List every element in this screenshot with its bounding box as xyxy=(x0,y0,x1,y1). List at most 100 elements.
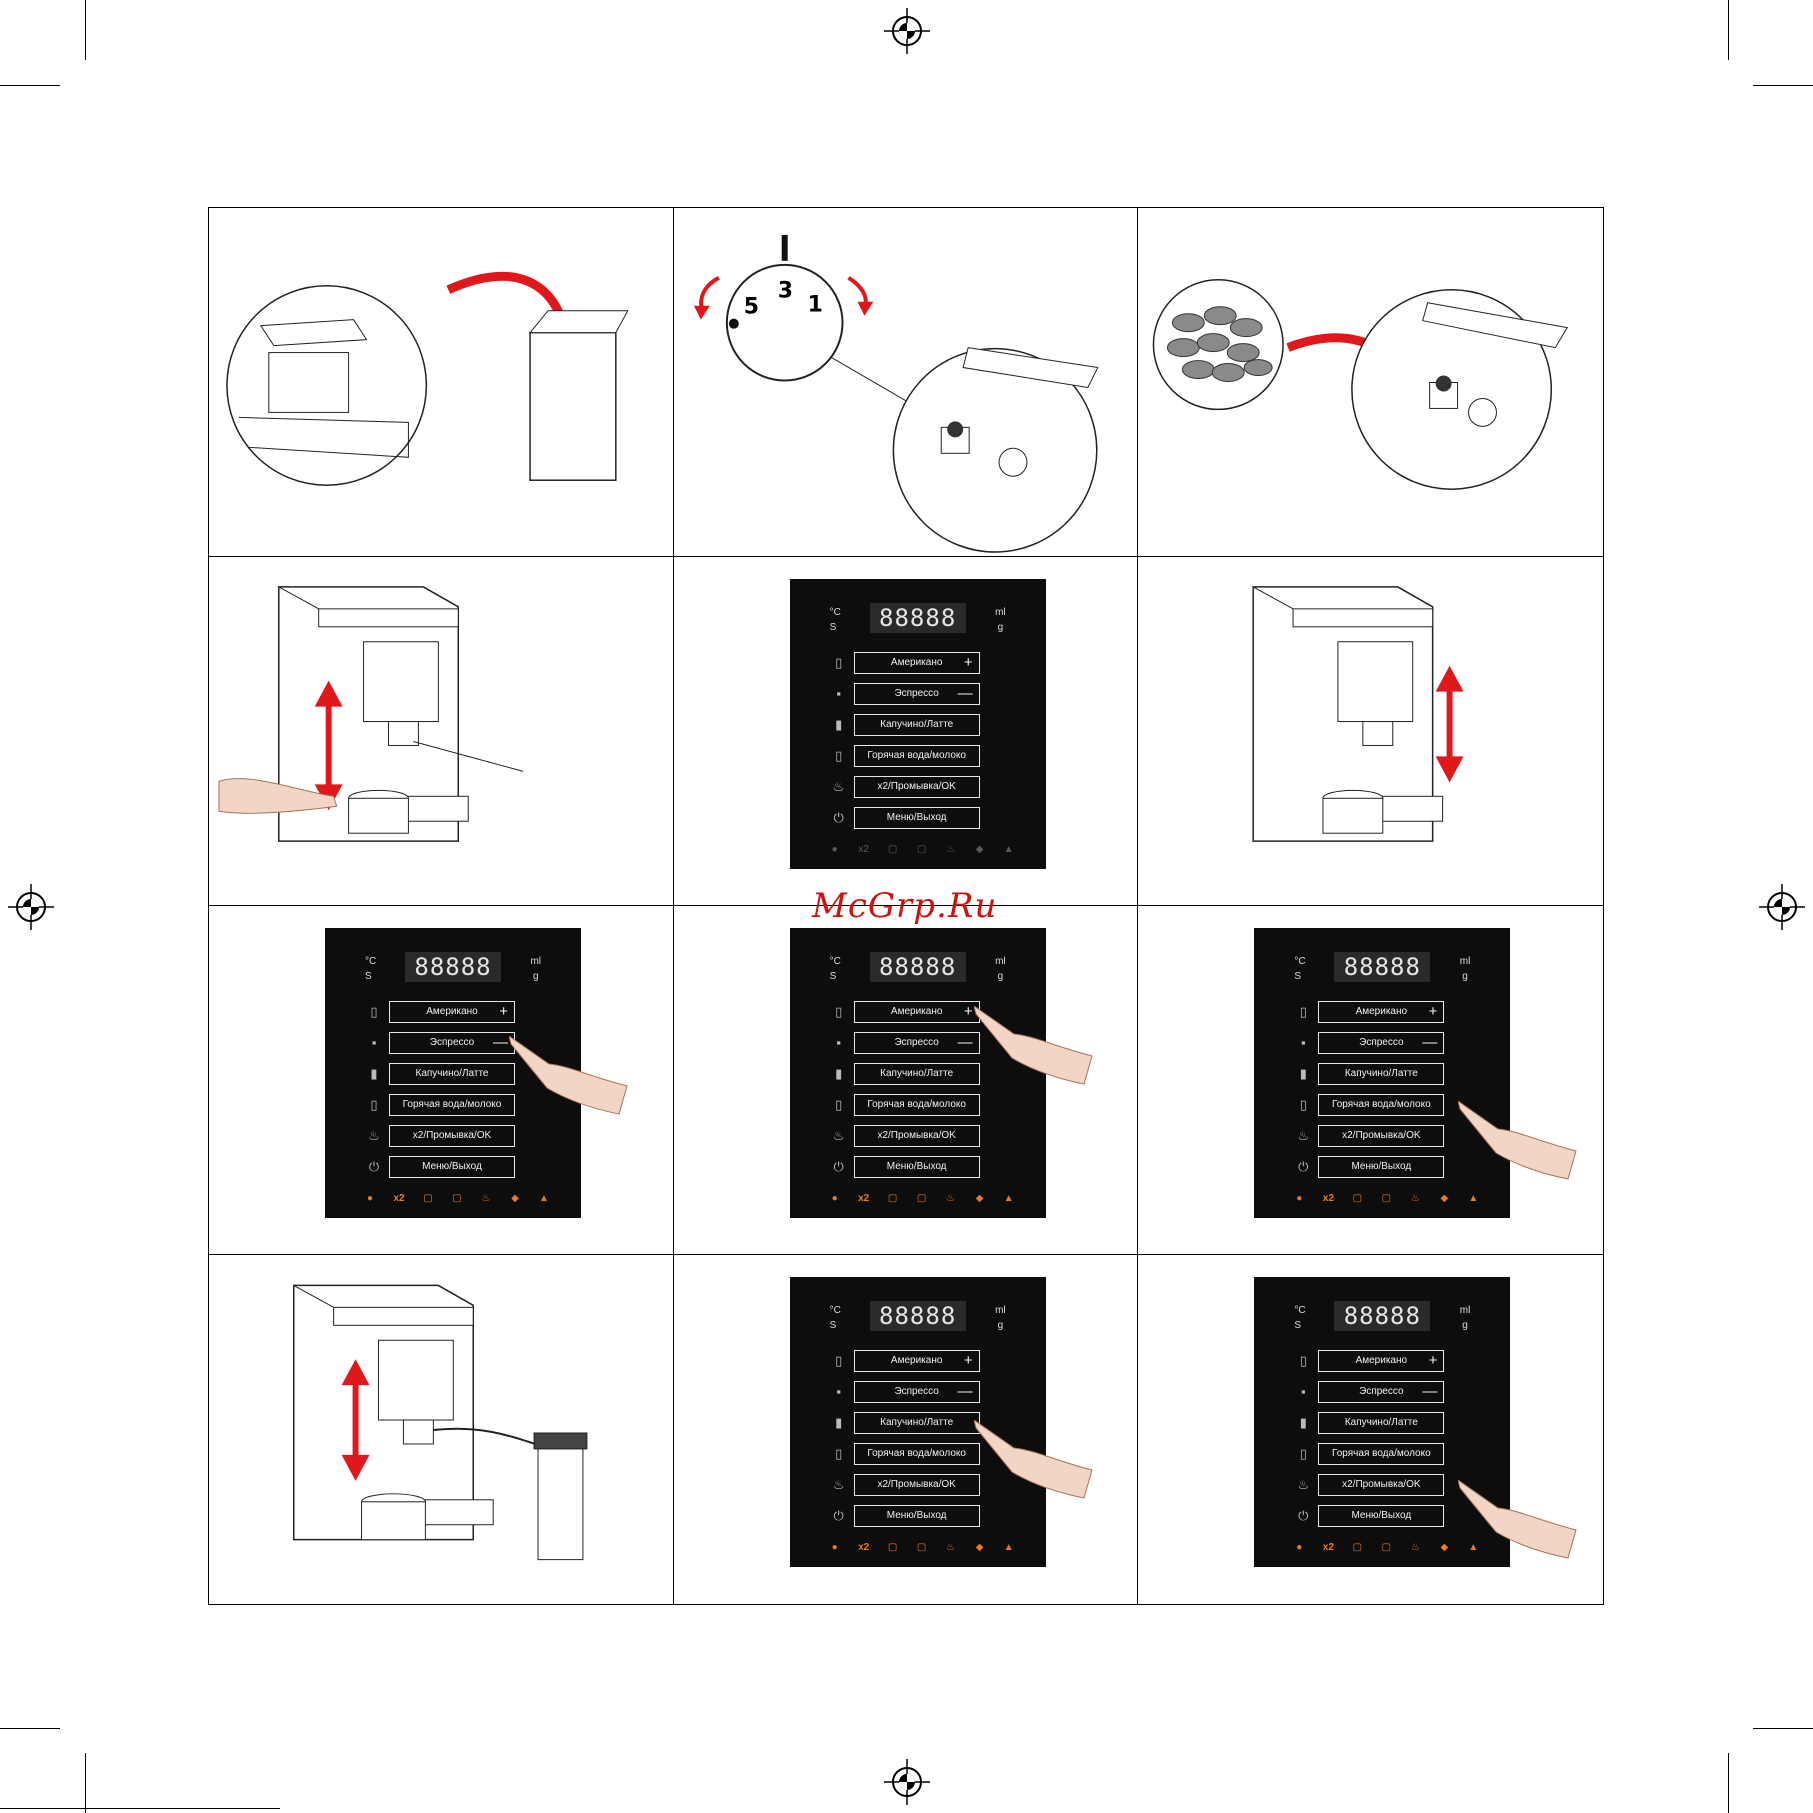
unit-ml: ml xyxy=(530,954,541,969)
bean-status-icon: ● xyxy=(1290,1541,1308,1555)
minus-icon: — xyxy=(1422,1382,1437,1402)
espresso-button[interactable]: Эспрессо— xyxy=(854,1381,980,1403)
steam-status-icon: ♨ xyxy=(1406,1192,1424,1206)
x2-rinse-ok-button[interactable]: x2/Промывка/OK xyxy=(854,776,980,798)
step-panel-standby: °CS 88888 mlg ▯Американо+ ▪Эспрессо— ▮Ка… xyxy=(674,557,1139,906)
button-label: Американо xyxy=(891,1355,943,1366)
x2-rinse-ok-button[interactable]: x2/Промывка/OK xyxy=(854,1125,980,1147)
crop-mark xyxy=(0,1728,60,1729)
americano-button[interactable]: Американо+ xyxy=(1318,1001,1444,1023)
status-indicators: ●x2▢▢♨◆▲ xyxy=(1290,1541,1482,1555)
button-label: x2/Промывка/OK xyxy=(877,781,955,792)
americano-button[interactable]: Американо+ xyxy=(389,1001,515,1023)
unit-ml: ml xyxy=(1460,954,1471,969)
x2-rinse-ok-button[interactable]: x2/Промывка/OK xyxy=(1318,1125,1444,1147)
unit-labels-left: °CS xyxy=(1294,1303,1305,1333)
cappuccino-latte-button[interactable]: Капучино/Латте xyxy=(854,1063,980,1085)
registration-mark-icon xyxy=(884,8,930,54)
bean-status-icon: ● xyxy=(1290,1192,1308,1206)
tray-status-icon: ▢ xyxy=(913,1541,931,1555)
latte-glass-icon: ▮ xyxy=(828,1065,850,1083)
unit-celsius: °C xyxy=(830,605,841,620)
menu-exit-button[interactable]: Меню/Выход xyxy=(854,1505,980,1527)
button-label: Эспрессо xyxy=(1359,1037,1403,1048)
button-label: Американо xyxy=(891,1006,943,1017)
mug-icon: ▯ xyxy=(828,1003,850,1021)
mug-icon: ▯ xyxy=(828,654,850,672)
dial-label-5: 5 xyxy=(743,295,758,320)
button-label: Горячая вода/молоко xyxy=(403,1099,502,1110)
minus-icon: — xyxy=(958,684,973,704)
tank-status-icon: ▢ xyxy=(884,1541,902,1555)
americano-button[interactable]: Американо+ xyxy=(854,1001,980,1023)
menu-exit-button[interactable]: Меню/Выход xyxy=(854,807,980,829)
dial-label-1: 1 xyxy=(807,293,822,318)
espresso-button[interactable]: Эспрессо— xyxy=(854,1032,980,1054)
step-grind-dial: 5 3 1 xyxy=(674,208,1139,557)
cappuccino-latte-button[interactable]: Капучино/Латте xyxy=(854,1412,980,1434)
button-label: Американо xyxy=(1356,1006,1408,1017)
steam-status-icon: ♨ xyxy=(942,1192,960,1206)
espresso-button[interactable]: Эспрессо— xyxy=(389,1032,515,1054)
button-label: Горячая вода/молоко xyxy=(867,1448,966,1459)
espresso-cup-icon: ▪ xyxy=(828,1034,850,1052)
hot-water-milk-button[interactable]: Горячая вода/молоко xyxy=(1318,1443,1444,1465)
unit-ml: ml xyxy=(995,954,1006,969)
latte-glass-icon: ▮ xyxy=(1292,1065,1314,1083)
americano-button[interactable]: Американо+ xyxy=(1318,1350,1444,1372)
power-exit-icon: ⏻ xyxy=(828,1158,850,1176)
espresso-button[interactable]: Эспрессо— xyxy=(854,683,980,705)
step-adjust-spout xyxy=(1138,557,1603,906)
cappuccino-latte-button[interactable]: Капучино/Латте xyxy=(1318,1063,1444,1085)
button-label: Меню/Выход xyxy=(422,1161,482,1172)
tank-status-icon: ▢ xyxy=(419,1192,437,1206)
step-add-beans xyxy=(1138,208,1603,557)
pointing-hand-icon xyxy=(509,1036,629,1116)
panel-row-menu: ⏻Меню/Выход xyxy=(828,1505,1010,1527)
step-press-hot-water: °CS 88888 mlg ▯Американо+ ▪Эспрессо— ▮Ка… xyxy=(1138,906,1603,1255)
panel-row-americano: ▯Американо+ xyxy=(828,1350,1010,1372)
cappuccino-latte-button[interactable]: Капучино/Латте xyxy=(1318,1412,1444,1434)
panel-row-espresso: ▪Эспрессо— xyxy=(1292,1032,1474,1054)
cappuccino-latte-button[interactable]: Капучино/Латте xyxy=(854,714,980,736)
menu-exit-button[interactable]: Меню/Выход xyxy=(389,1156,515,1178)
espresso-button[interactable]: Эспрессо— xyxy=(1318,1032,1444,1054)
hot-water-milk-button[interactable]: Горячая вода/молоко xyxy=(1318,1094,1444,1116)
panel-row-menu: ⏻Меню/Выход xyxy=(828,807,1010,829)
americano-button[interactable]: Американо+ xyxy=(854,652,980,674)
crop-mark xyxy=(85,1753,86,1813)
menu-exit-button[interactable]: Меню/Выход xyxy=(1318,1156,1444,1178)
button-label: Эспрессо xyxy=(430,1037,474,1048)
hot-water-milk-button[interactable]: Горячая вода/молоко xyxy=(389,1094,515,1116)
water-tank-illustration xyxy=(209,208,673,556)
hot-water-milk-button[interactable]: Горячая вода/молоко xyxy=(854,1443,980,1465)
step-water-tank xyxy=(209,208,674,557)
x2-rinse-ok-button[interactable]: x2/Промывка/OK xyxy=(389,1125,515,1147)
machine-spout-illustration xyxy=(1138,557,1603,905)
espresso-button[interactable]: Эспрессо— xyxy=(1318,1381,1444,1403)
x2-rinse-ok-button[interactable]: x2/Промывка/OK xyxy=(1318,1474,1444,1496)
hot-water-milk-button[interactable]: Горячая вода/молоко xyxy=(854,1094,980,1116)
unit-celsius: °C xyxy=(830,1303,841,1318)
x2-rinse-ok-button[interactable]: x2/Промывка/OK xyxy=(854,1474,980,1496)
unit-seconds: S xyxy=(830,1318,841,1333)
plus-icon: + xyxy=(964,1351,973,1371)
menu-exit-button[interactable]: Меню/Выход xyxy=(854,1156,980,1178)
beans-illustration xyxy=(1138,208,1603,556)
americano-button[interactable]: Американо + xyxy=(854,1350,980,1372)
unit-grams: g xyxy=(1460,969,1471,984)
button-label: x2/Промывка/OK xyxy=(1342,1479,1420,1490)
button-label: Горячая вода/молоко xyxy=(1332,1099,1431,1110)
registration-mark-icon xyxy=(884,1759,930,1805)
status-indicators: ●x2▢▢♨◆▲ xyxy=(826,1192,1018,1206)
hot-water-milk-button[interactable]: Горячая вода/молоко xyxy=(854,745,980,767)
button-label: Капучино/Латте xyxy=(880,1068,953,1079)
watermark: McGrp.Ru xyxy=(812,886,997,926)
tray-status-icon: ▢ xyxy=(913,1192,931,1206)
cappuccino-latte-button[interactable]: Капучино/Латте xyxy=(389,1063,515,1085)
bean-status-icon: ● xyxy=(826,1192,844,1206)
menu-exit-button[interactable]: Меню/Выход xyxy=(1318,1505,1444,1527)
espresso-cup-icon: ▪ xyxy=(828,685,850,703)
